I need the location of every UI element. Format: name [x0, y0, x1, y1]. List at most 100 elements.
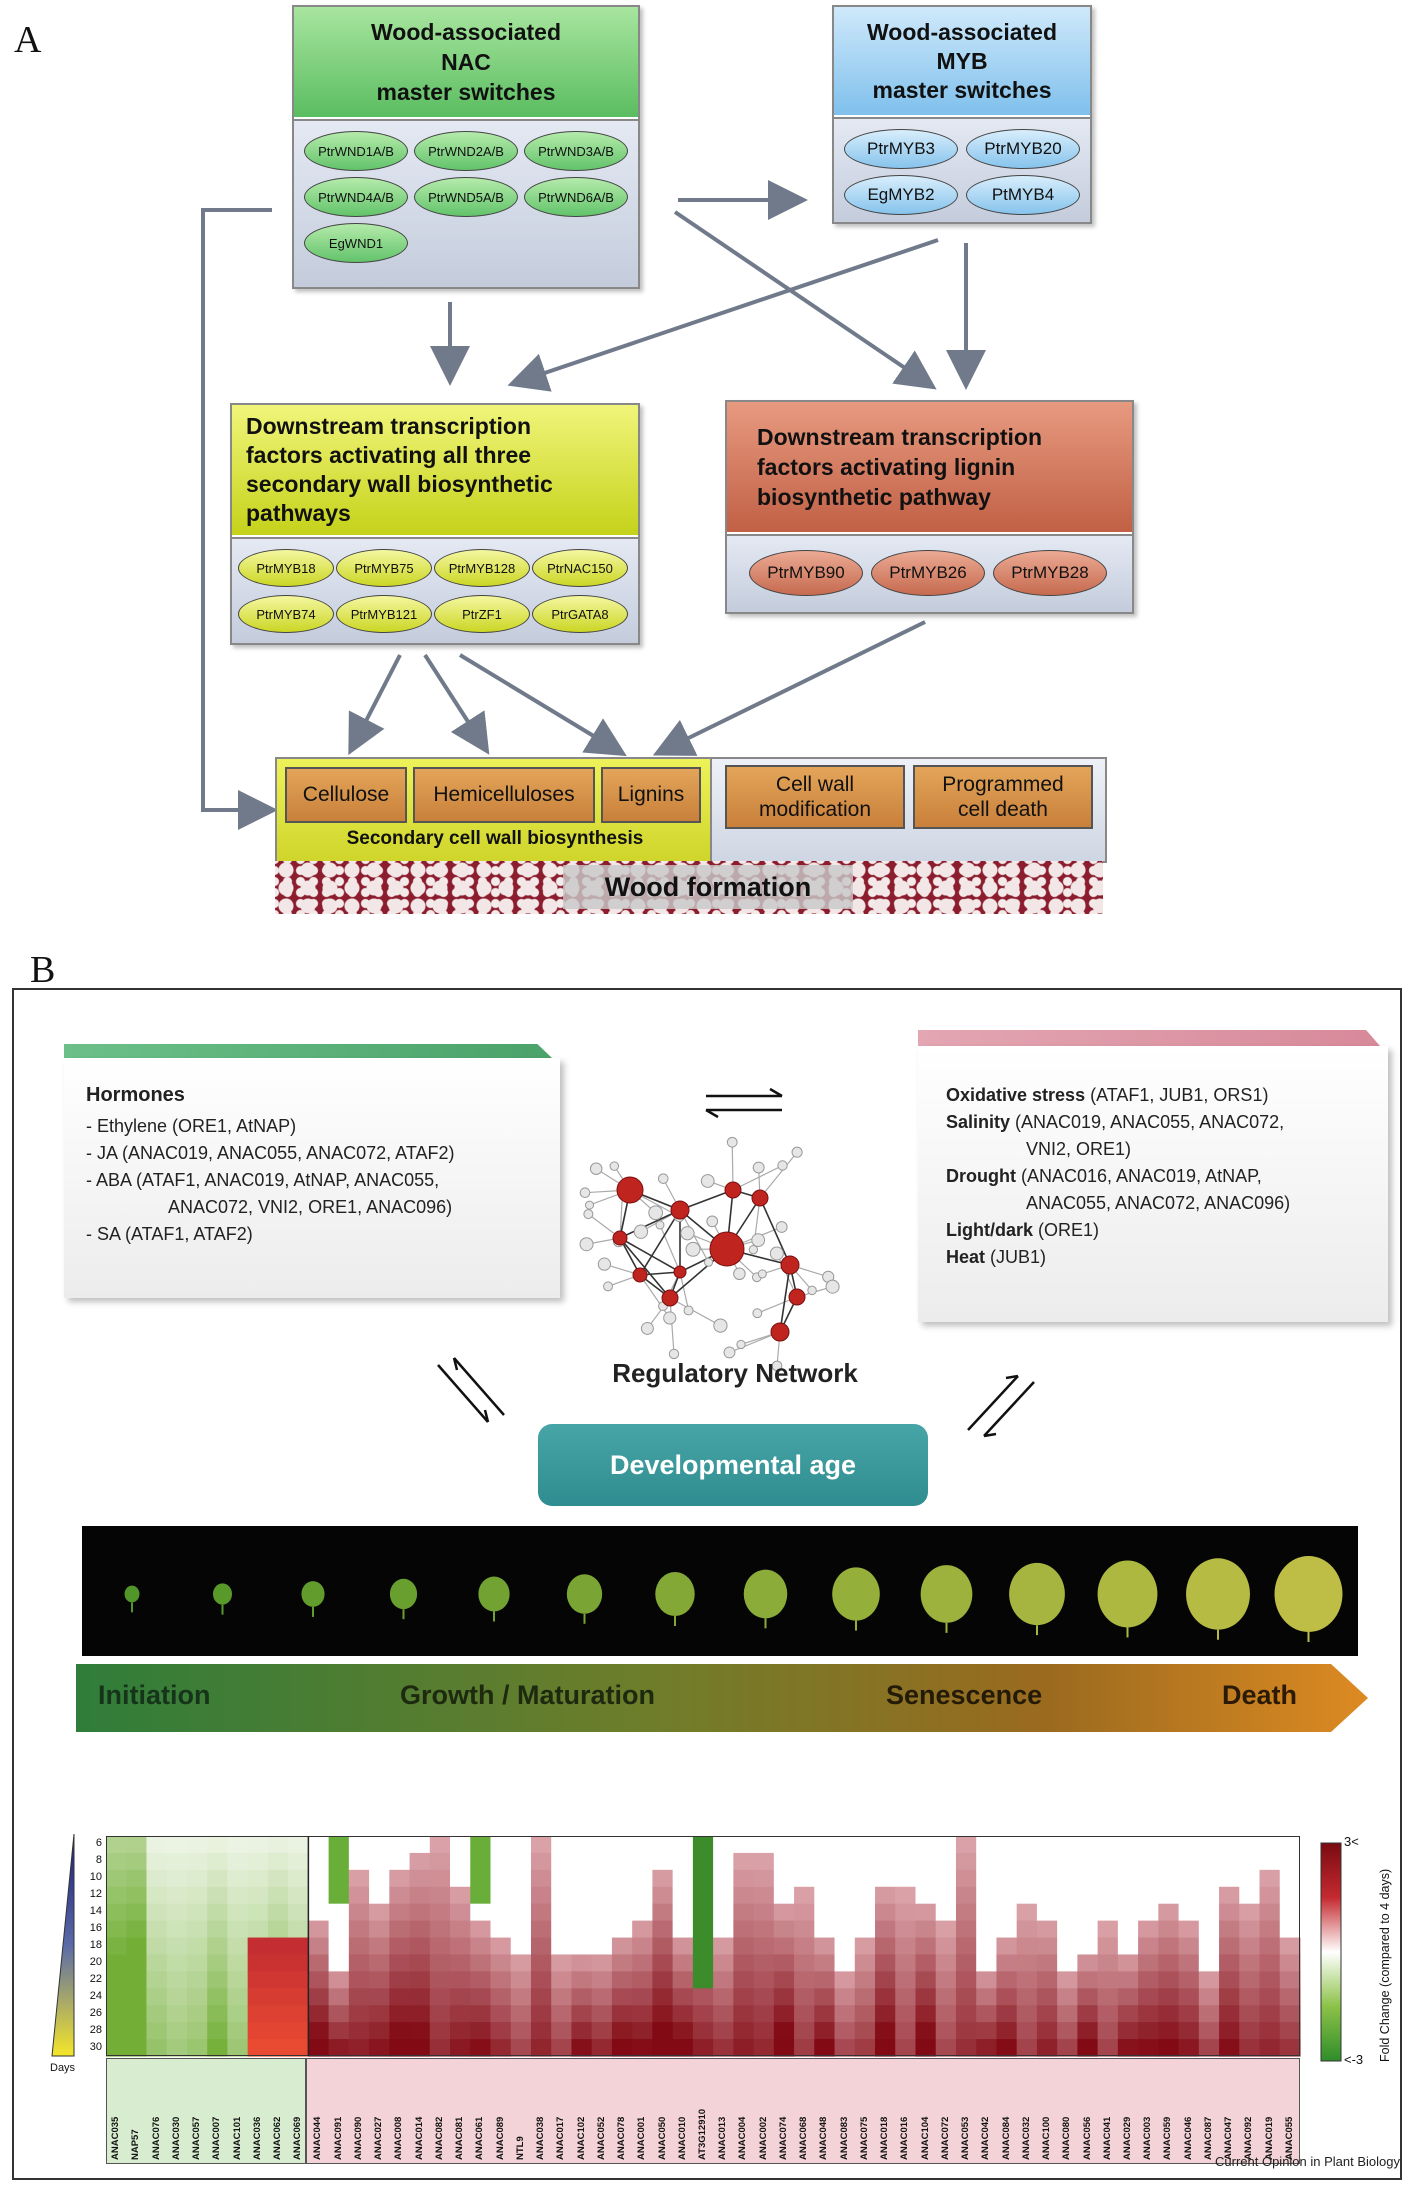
heatmap-cell — [530, 1869, 552, 1888]
panel-b-frame — [12, 988, 1402, 2180]
heatmap-cell — [247, 1852, 269, 1871]
gene-label: ANAC081 — [454, 2116, 466, 2160]
heatmap-cell — [935, 2005, 957, 2023]
heatmap-cell — [753, 1836, 775, 1854]
legend-title: Fold Change (compared to 4 days) — [1378, 1868, 1392, 2062]
heatmap-cell — [814, 2022, 836, 2040]
heatmap-cell — [247, 2039, 269, 2057]
heatmap-cell — [328, 1920, 350, 1939]
heatmap-cell — [267, 1903, 289, 1922]
leaf-image — [124, 1585, 140, 1603]
heatmap-cell — [895, 2005, 917, 2023]
heatmap-cell — [854, 2022, 876, 2040]
heatmap-cell — [571, 1988, 593, 2006]
heatmap-cell — [328, 1954, 350, 1972]
heatmap-cell — [692, 1988, 714, 2006]
heatmap-cell — [571, 1852, 593, 1871]
heatmap-cell — [672, 1903, 694, 1922]
downstream-lignin-box: Downstream transcription factors activat… — [725, 400, 1134, 614]
heatmap-cell — [1239, 1836, 1261, 1854]
heatmap-cell — [773, 1869, 795, 1888]
heatmap-cell — [1259, 1920, 1281, 1939]
heatmap-cell — [753, 1903, 775, 1922]
heatmap-cell — [470, 1920, 492, 1939]
heatmap-cell — [288, 1836, 309, 1854]
heatmap-cell — [348, 1869, 370, 1888]
heatmap-cell — [1057, 1971, 1078, 1989]
heatmap-cell — [247, 1920, 269, 1939]
heatmap-cell — [551, 1836, 573, 1854]
heatmap-cell — [996, 1903, 1018, 1922]
heatmap-cell — [591, 1920, 613, 1939]
heatmap-cell — [530, 1903, 552, 1922]
heatmap-cell — [429, 2022, 451, 2040]
heatmap-cell — [1016, 2039, 1038, 2057]
heatmap-cell — [1259, 1836, 1281, 1854]
heatmap-cell — [267, 1920, 289, 1939]
heatmap-cell — [1198, 1903, 1220, 1922]
heatmap-cell — [753, 2005, 775, 2023]
heatmap-cell — [308, 1954, 330, 1972]
modification-line1: Cell wall — [775, 773, 855, 796]
stage-initiation: Initiation — [98, 1680, 211, 1710]
heatmap-cell — [854, 1886, 876, 1905]
heatmap-cell — [1097, 1971, 1119, 1989]
heatmap-cell — [611, 1920, 633, 1939]
heatmap-cell — [591, 2039, 613, 2057]
heatmap-cell — [247, 1869, 269, 1888]
heatmap-cell — [389, 1869, 411, 1888]
heatmap-cell — [1198, 1937, 1220, 1956]
heatmap-cell — [348, 1954, 370, 1972]
heatmap-cell — [895, 2022, 917, 2040]
heatmap-cell — [1016, 1920, 1038, 1939]
heatmap-cell — [652, 1903, 674, 1922]
heatmap-cell — [1158, 1971, 1180, 1989]
nac-master-switches-box: Wood-associated NAC master switches PtrW… — [292, 5, 640, 289]
heatmap-cell — [1036, 2005, 1058, 2023]
heatmap-cell — [976, 2005, 998, 2023]
downstream-all-title-line4: pathways — [246, 500, 351, 526]
network-hub-node — [751, 1189, 769, 1207]
gene-label: AT3G12910 — [697, 2108, 708, 2160]
heatmap-cell — [1077, 1903, 1099, 1922]
heatmap-cell — [389, 1954, 411, 1972]
heatmap-cell — [652, 2039, 674, 2057]
gene-label: ANAC080 — [1061, 2116, 1073, 2160]
heatmap-cell — [571, 2022, 593, 2040]
heatmap-cell — [328, 1852, 350, 1871]
heatmap-cell — [935, 1971, 957, 1989]
heatmap-cell — [834, 2039, 856, 2057]
heatmap-cell — [773, 1836, 795, 1854]
heatmap-cell — [429, 1869, 451, 1888]
heatmap-cell — [834, 1852, 856, 1871]
heatmap-cell — [733, 1920, 755, 1939]
network-hub-node — [788, 1288, 806, 1306]
heatmap-cell — [510, 1869, 532, 1888]
heatmap-cell — [328, 1886, 350, 1905]
heatmap-cell — [146, 1903, 168, 1922]
heatmap-cell — [429, 1886, 451, 1905]
day-label: 14 — [89, 1905, 102, 1918]
heatmap-cell — [1057, 1903, 1078, 1922]
heatmap-cell — [996, 1971, 1018, 1989]
heatmap-cell — [1259, 1971, 1281, 1989]
network-node — [685, 1241, 701, 1257]
heatmap-cell — [1138, 1937, 1159, 1956]
heatmap-cell — [1138, 1852, 1159, 1871]
heatmap-cell — [1279, 1937, 1301, 1956]
heatmap-cell — [247, 2022, 269, 2040]
heatmap-cell — [652, 1836, 674, 1854]
heatmap-cell — [227, 1937, 249, 1956]
heatmap-cell — [470, 1971, 492, 1989]
leaf-image — [478, 1576, 510, 1612]
heatmap-cell — [955, 1954, 977, 1972]
heatmap-cell — [530, 1920, 552, 1939]
network-hub-node — [673, 1265, 687, 1279]
heatmap-cell — [551, 1852, 573, 1871]
stress-line: ANAC055, ANAC072, ANAC096) — [1026, 1193, 1291, 1213]
heatmap-cell — [854, 1920, 876, 1939]
heatmap-cell — [409, 1937, 431, 1956]
network-node — [777, 1160, 788, 1171]
network-node — [640, 1321, 654, 1335]
heatmap-cell — [308, 1937, 330, 1956]
